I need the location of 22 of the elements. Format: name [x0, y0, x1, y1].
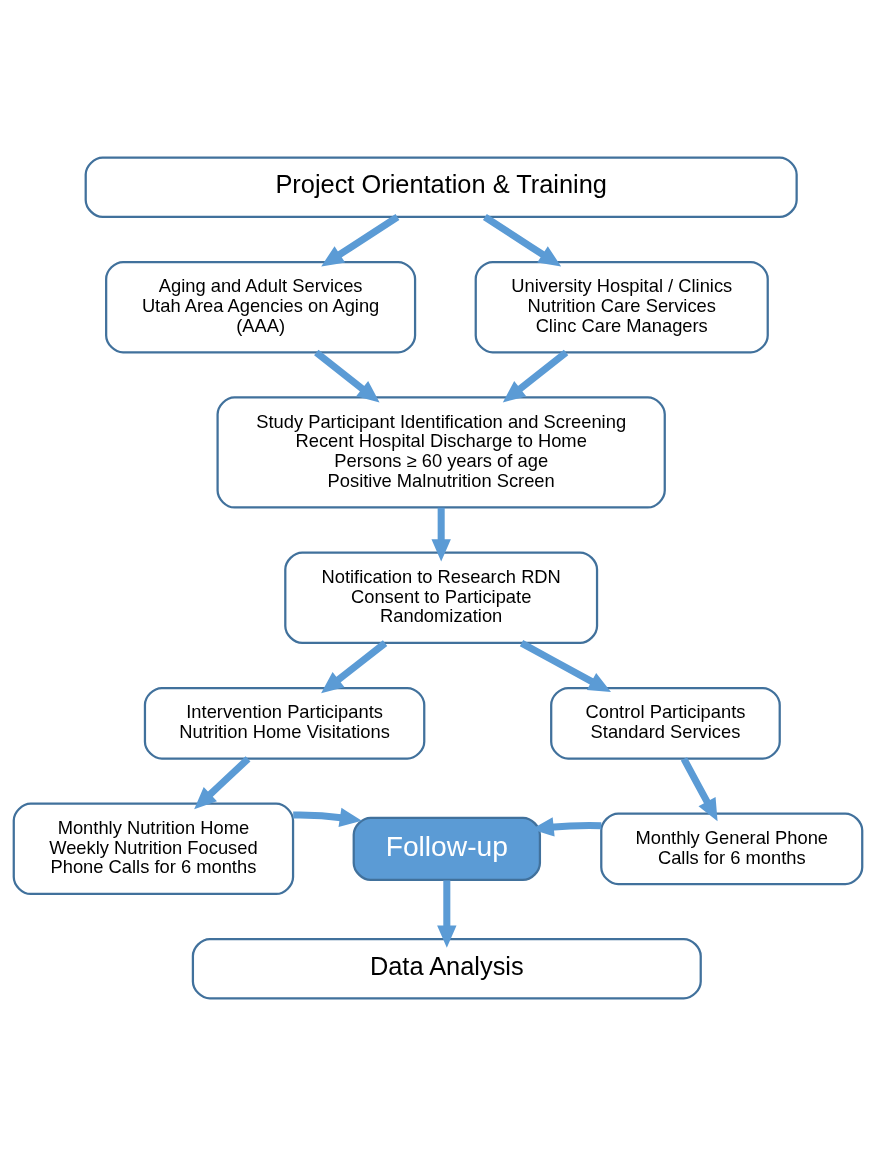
- arrow: [519, 640, 611, 693]
- node-box: Monthly Nutrition Home Weekly Nutrition Focused Phone Calls for 6 months: [12, 802, 295, 896]
- node-box: Intervention Participants Nutrition Home Visitations: [143, 686, 426, 760]
- arrow: [437, 880, 457, 948]
- node-box: Control Participants Standard Services: [550, 686, 781, 760]
- arrow: [314, 349, 380, 403]
- node-box: Data Analysis: [191, 938, 702, 1000]
- node-box: Follow-up: [352, 816, 542, 881]
- arrow: [482, 214, 562, 267]
- node-box: University Hospital / Clinics Nutrition Care Services Clinc Care Managers: [474, 260, 769, 354]
- arrow: [680, 757, 718, 822]
- arrow: [293, 807, 362, 827]
- node-box: Aging and Adult Services Utah Area Agencies on Aging (AAA): [105, 260, 417, 354]
- arrow: [502, 349, 569, 403]
- arrow: [321, 640, 388, 694]
- node-box: Monthly General Phone Calls for 6 months: [600, 812, 864, 886]
- arrow: [194, 756, 251, 810]
- arrow: [431, 507, 451, 562]
- node-box: Notification to Research RDN Consent to Participate Randomization: [284, 551, 599, 644]
- arrow: [321, 214, 400, 267]
- node-box: Study Participant Identification and Screening Recent Hospital Discharge to Home Persons ≥ 60 years of age Positive Malnutrition Screen: [216, 396, 666, 509]
- node-box: Project Orientation & Training: [84, 156, 798, 218]
